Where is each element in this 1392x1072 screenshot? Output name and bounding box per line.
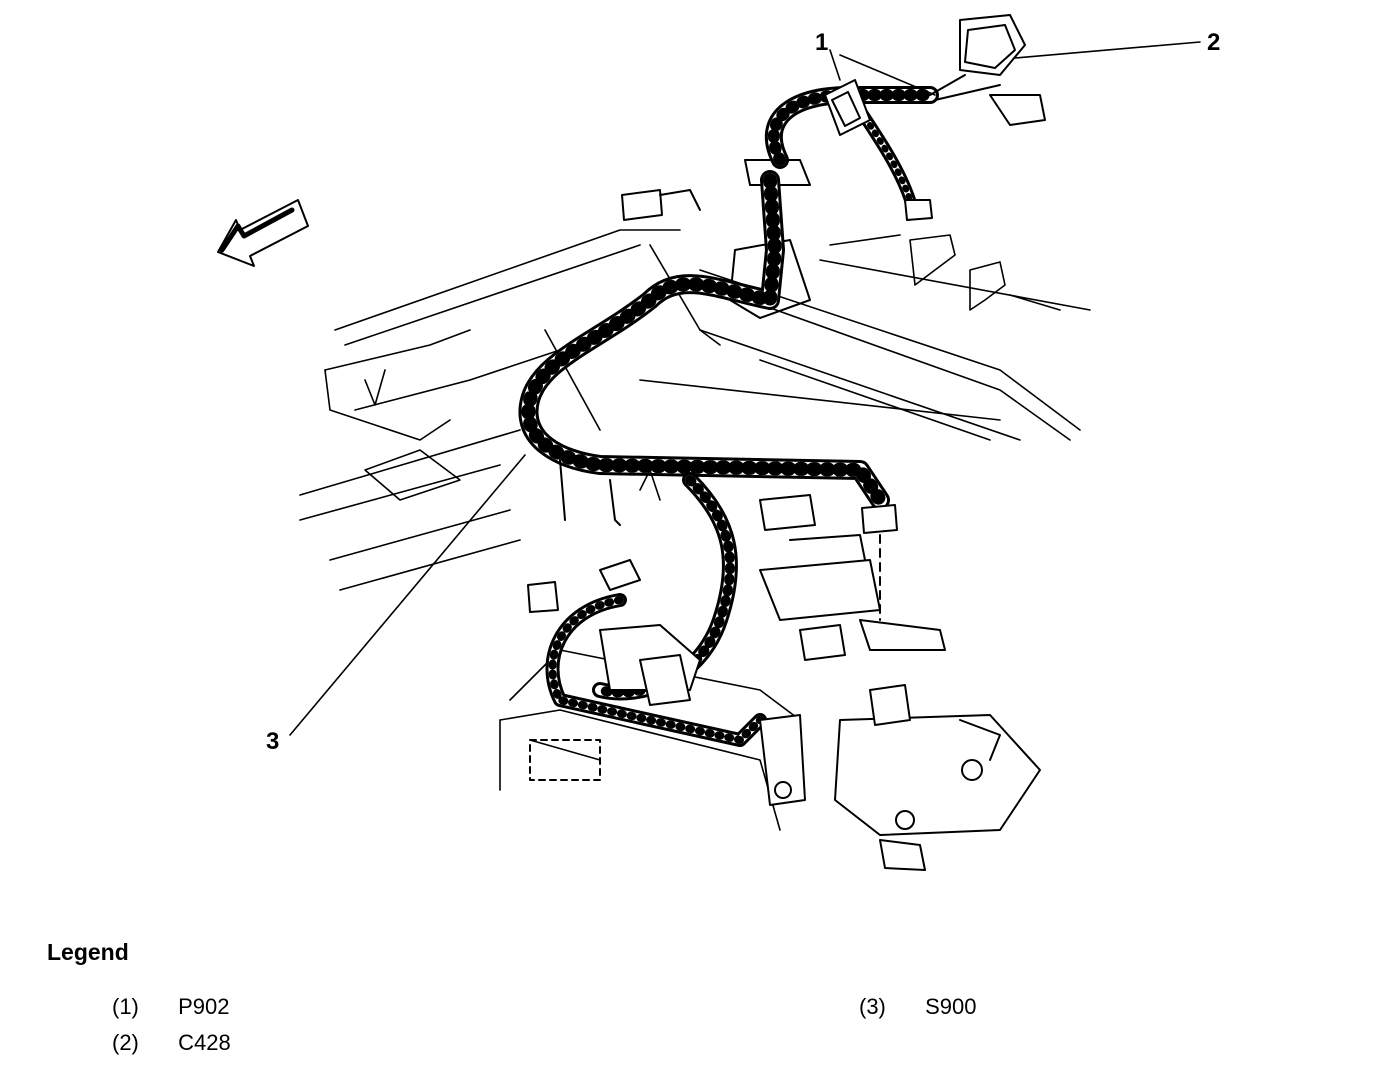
legend-item-1: (1) P902 xyxy=(112,994,230,1020)
shift-linkage-assembly xyxy=(834,684,1041,871)
legend-item-number: (1) xyxy=(112,994,139,1019)
callout-leader-lines xyxy=(289,41,1201,736)
legend: Legend (1) P902 (2) C428 (3) S900 xyxy=(0,930,1392,1070)
callout-2: 2 xyxy=(1207,29,1221,56)
legend-item-3: (3) S900 xyxy=(859,994,977,1020)
legend-item-number: (2) xyxy=(112,1030,139,1055)
legend-item-number: (3) xyxy=(859,994,886,1019)
c428-connector xyxy=(929,14,1046,126)
p902-connector xyxy=(824,79,871,136)
harness-connectors xyxy=(527,189,933,621)
wiring-harness-diagram xyxy=(217,14,1201,871)
lower-bracket xyxy=(529,714,806,806)
legend-item-label: C428 xyxy=(178,1030,231,1055)
legend-item-label: S900 xyxy=(925,994,977,1019)
legend-item-label: P902 xyxy=(178,994,230,1019)
legend-item-2: (2) C428 xyxy=(112,1030,231,1056)
front-direction-arrow-icon xyxy=(217,199,309,267)
callout-1: 1 xyxy=(815,29,829,56)
control-module xyxy=(599,534,946,706)
callout-3: 3 xyxy=(266,728,280,755)
legend-title: Legend xyxy=(47,939,129,965)
